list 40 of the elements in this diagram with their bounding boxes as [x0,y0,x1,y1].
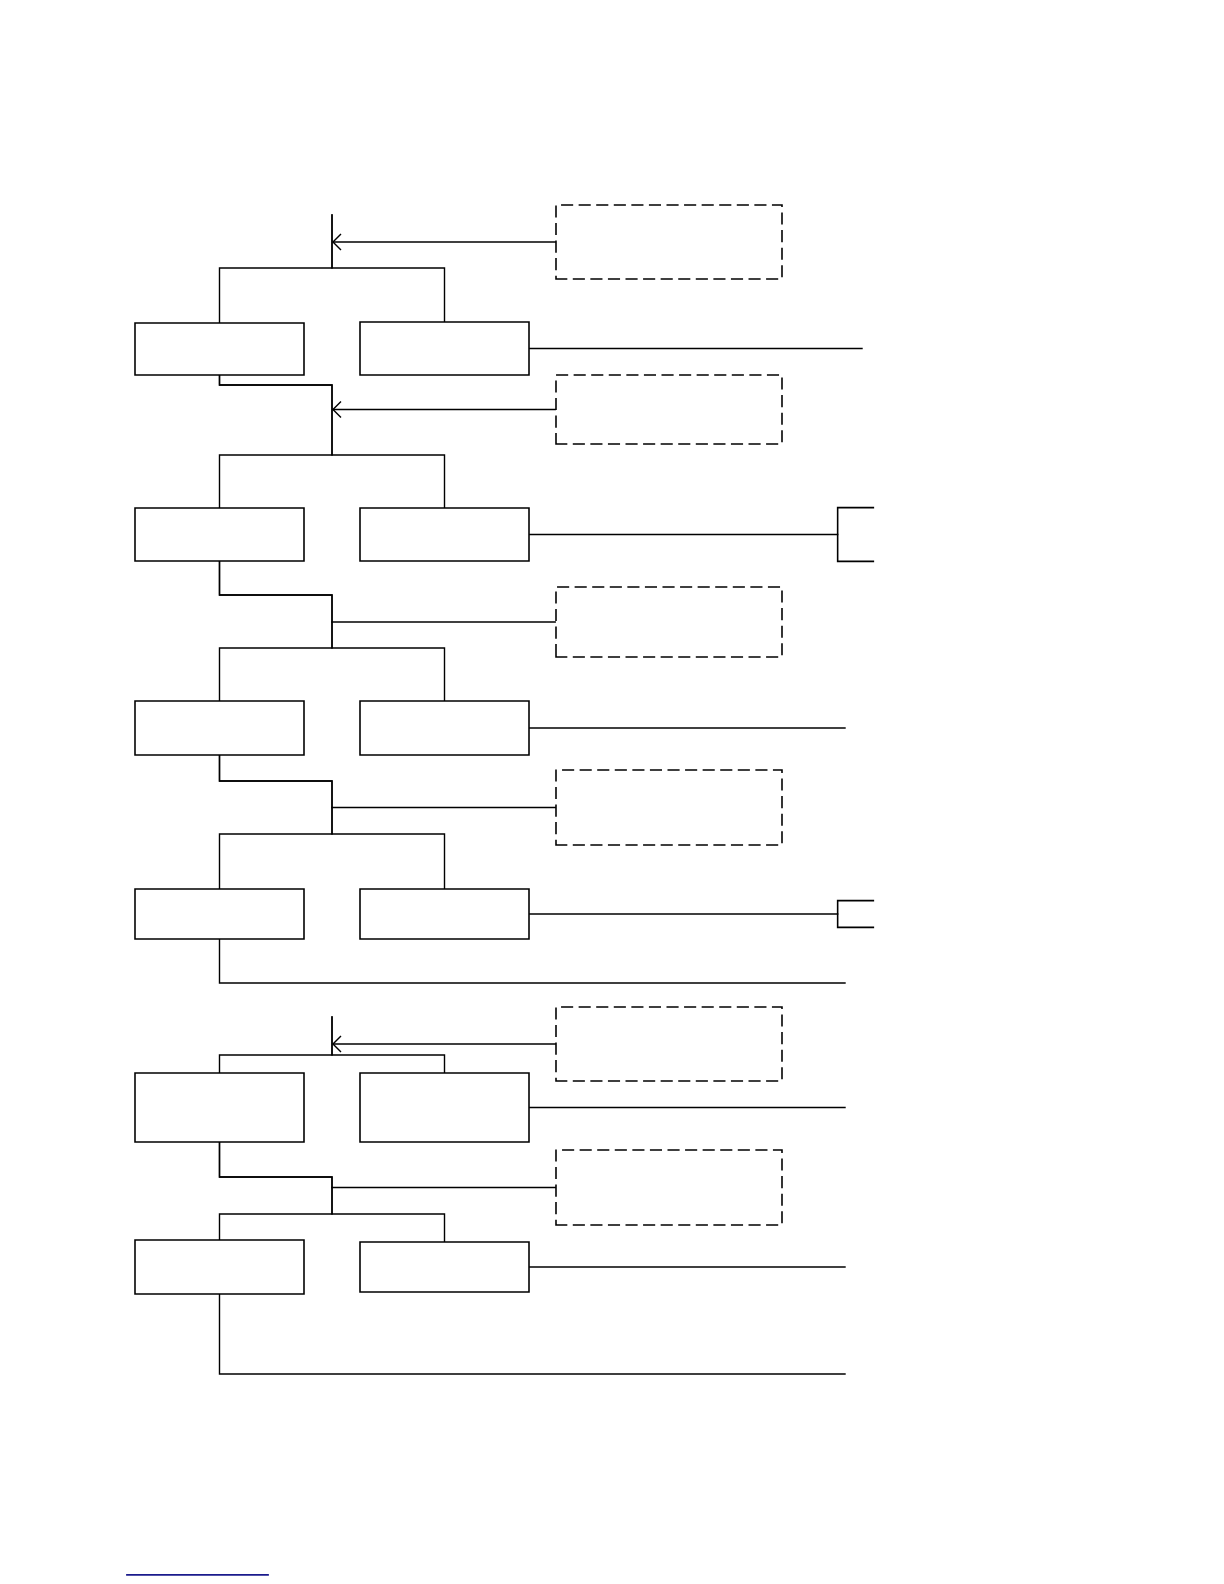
process-box [359,1072,530,1143]
connector-line [331,214,446,322]
process-box [134,888,305,940]
connector-line [218,1142,446,1242]
partial-box [836,506,875,563]
process-box [359,507,530,562]
dashed-box [555,1006,783,1082]
connector-line [529,1266,846,1268]
dashed-box [555,1149,783,1226]
dashed-box [555,374,783,445]
process-box [359,321,530,376]
process-box [359,888,530,940]
process-box [134,1072,305,1143]
connector-line [529,533,839,536]
connector-line [218,375,446,508]
connector-line [529,347,863,350]
connector-line [529,727,846,729]
connector-line [331,1186,556,1189]
connector-line [529,913,839,915]
connector-line [331,806,556,809]
process-box [134,1239,305,1295]
partial-box [836,899,875,929]
process-box [134,507,305,562]
connector-line [218,1294,846,1375]
process-box [359,700,530,756]
dashed-box [555,204,783,280]
connector-line [218,939,846,984]
dashed-box [555,769,783,846]
arrow [332,1035,556,1053]
connector-line [331,1016,446,1073]
connector-line [331,621,556,623]
process-box [134,700,305,756]
process-box [134,322,305,376]
connector-line [529,1106,846,1109]
process-box [359,1241,530,1293]
connector-line [218,561,446,701]
arrow [332,233,556,251]
connector-line [218,755,446,889]
arrow [332,400,556,419]
dashed-box [555,586,783,658]
